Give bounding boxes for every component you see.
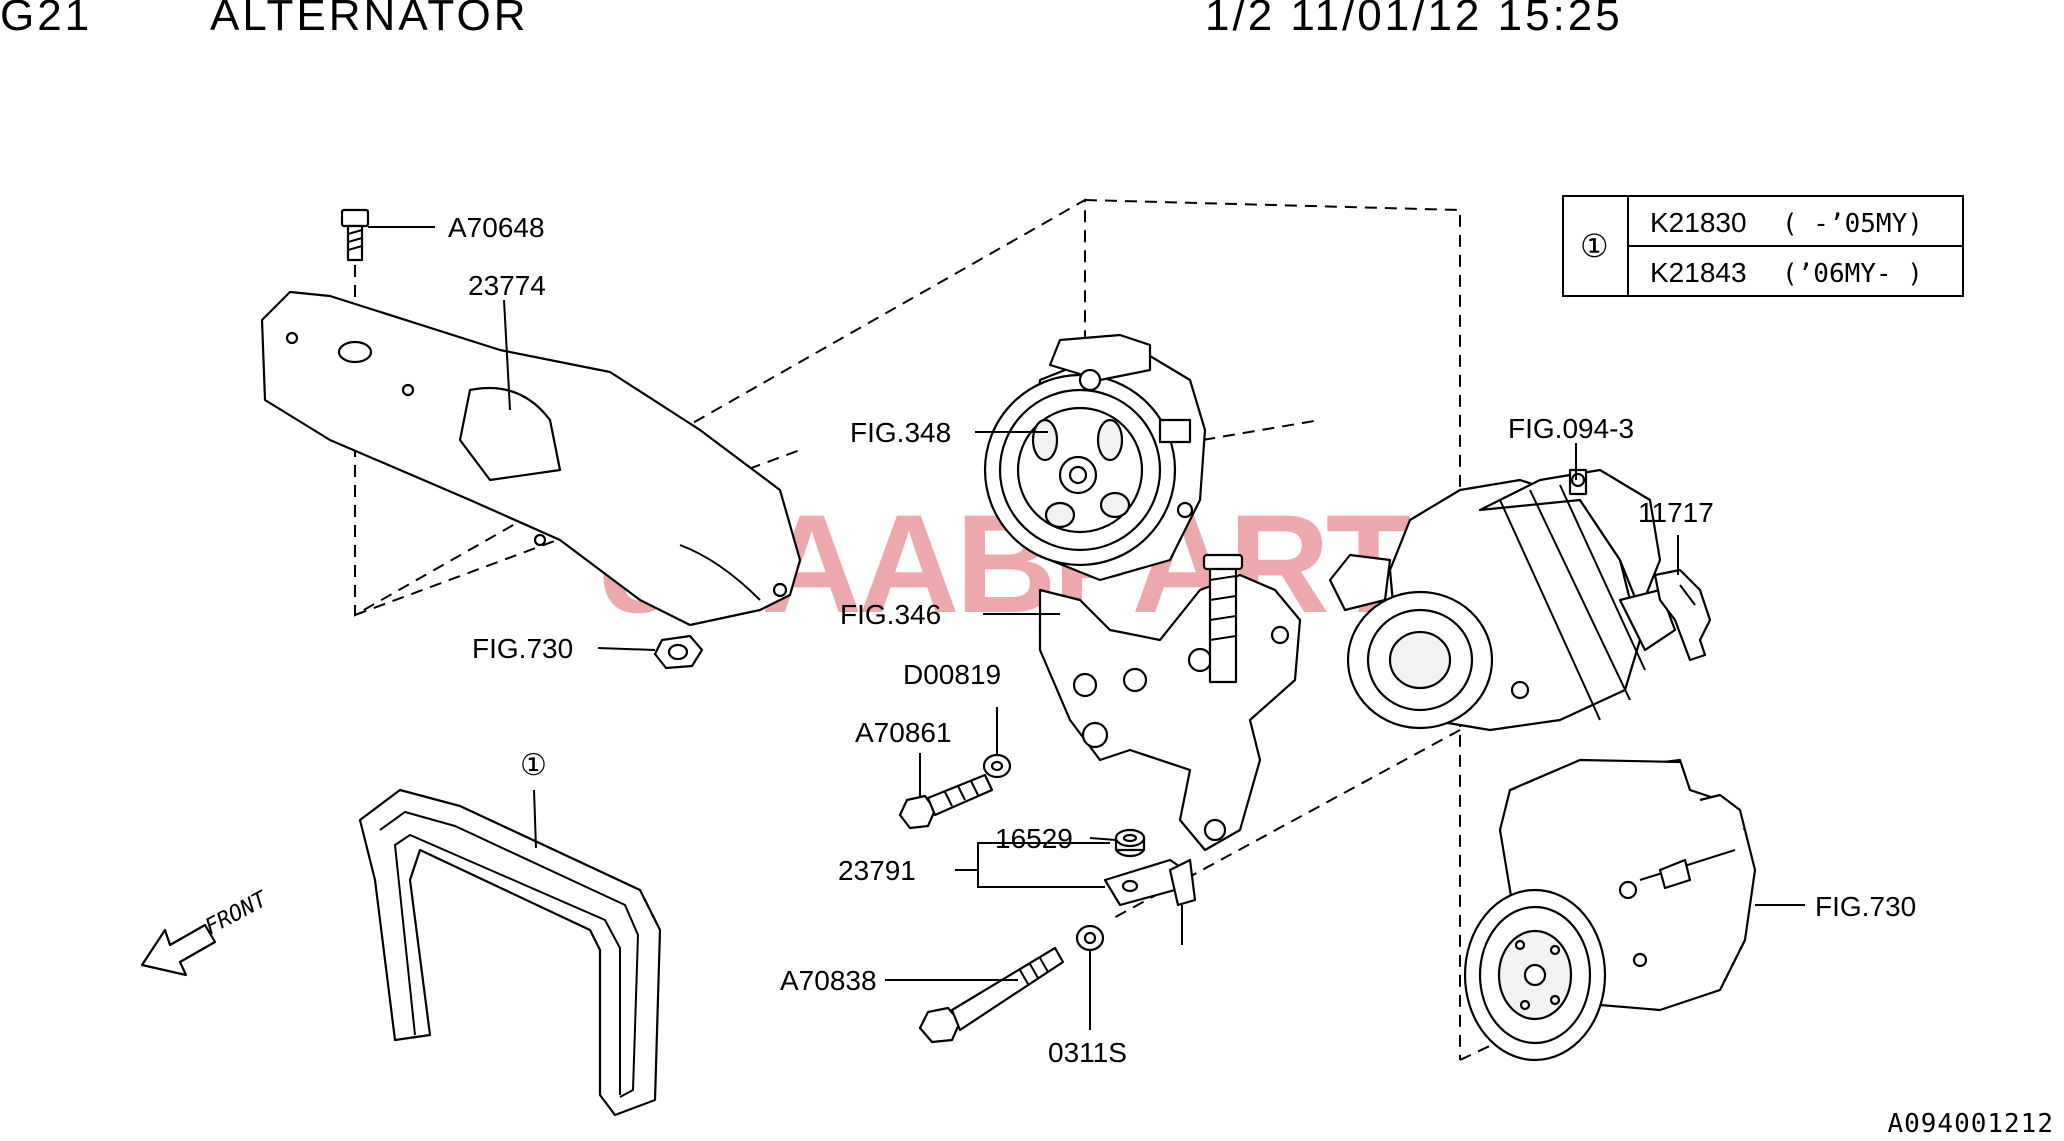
reference-table: ① K21830 ( -’05MY) K21843 (’06MY- ) xyxy=(1562,195,1964,297)
compressor-fig730[interactable] xyxy=(1463,758,1757,1062)
bracket-11717[interactable] xyxy=(1653,568,1712,662)
callout-a70861: A70861 xyxy=(855,717,952,748)
bolt-a70648[interactable] xyxy=(340,208,370,262)
reference-row-1-range: ( -’05MY) xyxy=(1782,209,1923,239)
callout-23774: 23774 xyxy=(468,270,546,301)
callout-fig348[interactable]: FIG.348 xyxy=(850,417,951,448)
callout-fig094-3[interactable]: FIG.094-3 xyxy=(1508,413,1634,444)
reference-row-2-range: (’06MY- ) xyxy=(1782,259,1923,289)
leader-lines xyxy=(368,226,1805,1030)
bolt-a70861[interactable] xyxy=(898,773,994,830)
bracket-fig346[interactable] xyxy=(1038,553,1302,852)
page-title: ALTERNATOR xyxy=(210,0,529,40)
diagram-code: A094001212 xyxy=(1887,1109,2054,1139)
bracket-23791[interactable] xyxy=(1103,858,1197,945)
figure-code: G21 xyxy=(0,0,93,40)
nut-fig730[interactable] xyxy=(653,634,704,670)
callout-16529: 16529 xyxy=(995,823,1073,854)
power-steering-pump-fig348[interactable] xyxy=(983,333,1207,582)
callout-23791: 23791 xyxy=(838,855,916,886)
alternator-body[interactable] xyxy=(1328,468,1677,732)
nut-16529[interactable] xyxy=(1114,828,1146,858)
callout-fig346[interactable]: FIG.346 xyxy=(840,599,941,630)
bolt-a70838[interactable] xyxy=(918,946,1065,1044)
callout-a70648: A70648 xyxy=(448,212,545,243)
front-label: FRONT xyxy=(201,886,273,940)
callout-d00819: D00819 xyxy=(903,659,1001,690)
belt-marker: ① xyxy=(520,749,547,782)
callout-fig730-right[interactable]: FIG.730 xyxy=(1815,891,1916,922)
drive-belt[interactable] xyxy=(358,788,662,1117)
callout-fig730-top[interactable]: FIG.730 xyxy=(472,633,573,664)
callout-labels: A70648 23774 FIG.348 FIG.094-3 11717 FIG… xyxy=(448,212,1916,1068)
reference-table-marker: ① xyxy=(1580,228,1609,264)
washer-0311s[interactable] xyxy=(1075,924,1105,952)
front-arrow: FRONT xyxy=(140,886,273,977)
belt-marker-symbol: ① xyxy=(520,749,547,782)
washer-d00819[interactable] xyxy=(982,753,1012,779)
callout-0311s: 0311S xyxy=(1048,1037,1127,1068)
cover-23774[interactable] xyxy=(260,290,802,627)
page-info: 1/2 11/01/12 15:25 xyxy=(1205,0,1623,40)
reference-row-2-part: K21843 xyxy=(1650,257,1747,288)
callout-a70838: A70838 xyxy=(780,965,877,996)
reference-row-1-part: K21830 xyxy=(1650,207,1747,238)
callout-11717: 11717 xyxy=(1638,497,1714,528)
